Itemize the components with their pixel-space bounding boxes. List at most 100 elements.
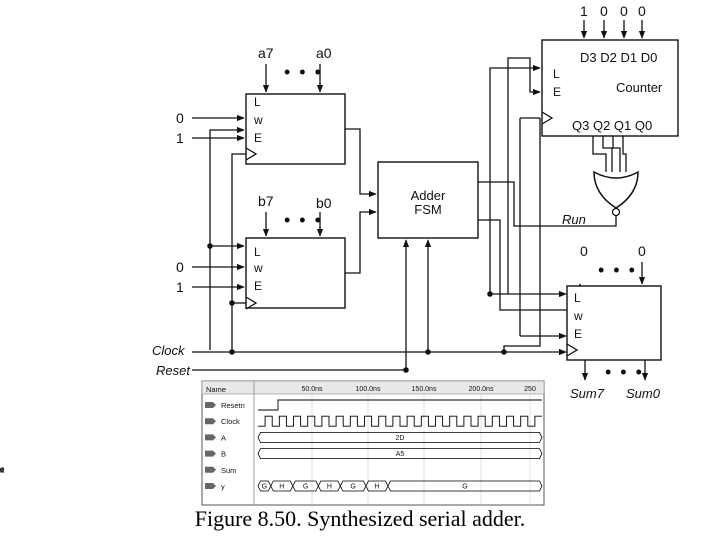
register-b-box <box>245 237 346 309</box>
register-b-ellipsis: • • • <box>284 210 323 230</box>
time-tick-label: 100.0ns <box>356 386 381 393</box>
register-b-pin-w: w <box>253 261 263 275</box>
register-a-pin-e: E <box>254 131 262 145</box>
register-sum-input-msb: 0 <box>580 243 588 259</box>
register-sum-clock-triangle <box>566 343 579 357</box>
counter-title: Counter <box>616 80 663 95</box>
register-a-pin-l: L <box>254 95 261 109</box>
bus-value-label: H <box>374 484 379 491</box>
reset-signal-label: Reset <box>156 363 191 378</box>
register-b-pin-l: L <box>254 245 261 259</box>
run-label: Run <box>562 212 586 227</box>
bus-value-label: 48 <box>0 467 4 474</box>
bus-value-label: G <box>303 484 308 491</box>
nor-gate-bubble <box>611 207 621 217</box>
adder-fsm-label-1: Adder <box>411 188 446 203</box>
signal-pin-icon <box>205 434 216 441</box>
register-b: b7 b0 • • • L w E 0 1 <box>176 193 346 310</box>
counter-box <box>541 39 679 137</box>
register-a-lsb-label: a0 <box>316 45 332 61</box>
register-sum-pin-e: E <box>574 327 582 341</box>
signal-pin-icon <box>205 450 216 457</box>
signal-pin-icon <box>205 466 216 473</box>
register-sum-pin-l: L <box>574 291 581 305</box>
waveform-signal-name: A <box>221 433 226 442</box>
register-b-msb-label: b7 <box>258 193 274 209</box>
bit-waveform <box>258 399 542 411</box>
simulation-waveform: Name 50.0ns 100.0ns 150.0ns 200.0ns 250 Rese… <box>0 381 545 506</box>
bus-value-label: 90 <box>0 467 4 474</box>
adder-fsm-label-2: FSM <box>414 202 441 217</box>
counter-pin-e: E <box>553 85 561 99</box>
register-a-input-1: 1 <box>176 130 184 146</box>
register-b-pin-e: E <box>254 279 262 293</box>
time-tick-label: 150.0ns <box>412 386 437 393</box>
bus-value-label: H <box>327 484 332 491</box>
waveform-signal-name: B <box>221 450 226 459</box>
waveform-name-header: Name <box>206 385 226 394</box>
register-b-clock-triangle <box>245 296 258 310</box>
register-sum: 0 0 • • • L w E • • • Sum7 Sum0 <box>566 243 662 401</box>
register-a-box <box>245 93 346 165</box>
counter-pin-l: L <box>553 67 560 81</box>
figure-caption: Figure 8.50. Synthesized serial adder. <box>0 506 720 532</box>
register-b-lsb-label: b0 <box>316 195 332 211</box>
register-a-pin-w: w <box>253 113 263 127</box>
signal-pin-icon <box>205 402 216 408</box>
bus-value-label: G <box>462 484 467 491</box>
signal-pin-icon <box>205 418 216 425</box>
register-sum-box <box>566 285 662 361</box>
counter-init-bit-3: 1 <box>580 3 588 19</box>
bus-value-label: H <box>279 484 284 491</box>
counter-clock-triangle <box>541 111 554 125</box>
waveform-row: Clock <box>205 415 542 427</box>
time-tick-label: 250 <box>524 386 536 393</box>
register-sum-input-lsb: 0 <box>638 243 646 259</box>
bus-value-label: A5 <box>396 451 405 458</box>
clock-waveform <box>258 415 542 427</box>
register-sum-pin-w: w <box>573 309 583 323</box>
register-a-ellipsis: • • • <box>284 62 323 82</box>
waveform-row: B A5 <box>205 448 543 459</box>
counter: 1 0 0 0 D3 D2 D1 D0 Counter Q3 Q2 Q1 Q0 … <box>478 3 679 227</box>
counter-init-bit-2: 0 <box>600 3 608 19</box>
waveform-row: Resetn <box>205 399 542 411</box>
counter-data-inputs: D3 D2 D1 D0 <box>580 50 657 65</box>
register-a-clock-triangle <box>245 147 258 161</box>
register-a-msb-label: a7 <box>258 45 274 61</box>
waveform-signal-name: y <box>221 482 225 491</box>
waveform-row: Sum008040209048A4D2 <box>0 466 236 475</box>
waveform-signal-name: Resetn <box>221 401 245 410</box>
register-sum-msb-output: Sum7 <box>570 386 605 401</box>
bus-value-label: D2 <box>0 467 5 474</box>
register-b-input-1: 1 <box>176 279 184 295</box>
register-sum-lsb-output: Sum0 <box>626 386 661 401</box>
caption-text: Figure 8.50. Synthesized serial adder. <box>194 506 526 531</box>
bus-segment <box>387 480 543 492</box>
adder-fsm-box <box>377 161 479 239</box>
counter-init-bit-1: 0 <box>620 3 628 19</box>
register-b-input-0: 0 <box>176 259 184 275</box>
time-tick-label: 200.0ns <box>469 386 494 393</box>
counter-outputs: Q3 Q2 Q1 Q0 <box>572 118 652 133</box>
bus-value-label: G <box>350 484 355 491</box>
adder-fsm: Adder FSM <box>377 161 479 239</box>
bus-value-label: A4 <box>0 467 4 474</box>
nor-gate <box>593 170 639 209</box>
waveform-signal-name: Clock <box>221 417 240 426</box>
signal-pin-icon <box>205 483 216 489</box>
bus-segment <box>257 448 543 459</box>
bus-segment <box>257 432 543 443</box>
register-sum-ellipsis: • • • <box>598 260 637 280</box>
time-tick-label: 50.0ns <box>301 386 323 393</box>
register-sum-out-ellipsis: • • • <box>605 362 644 382</box>
counter-init-bit-0: 0 <box>638 3 646 19</box>
register-a-input-0: 0 <box>176 110 184 126</box>
bus-value-label: 40 <box>0 467 4 474</box>
clock-signal-label: Clock <box>152 343 186 358</box>
bus-value-label: G <box>262 484 267 491</box>
bus-value-label: 20 <box>0 467 4 474</box>
